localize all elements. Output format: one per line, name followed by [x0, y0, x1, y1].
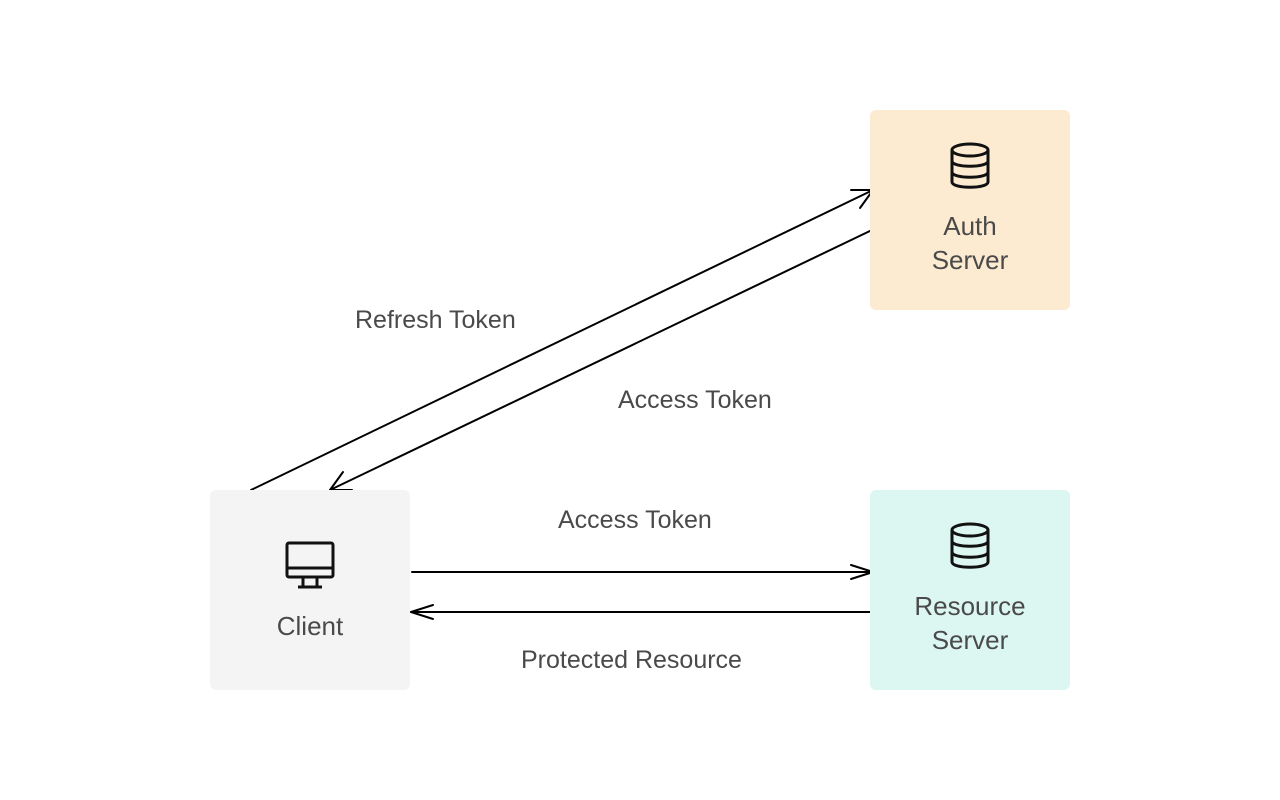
- resource-server-node: Resource Server: [870, 490, 1070, 690]
- edge-refresh-token: [250, 189, 874, 491]
- resource-server-label: Resource Server: [914, 591, 1026, 655]
- edge-label-protected-resource: Protected Resource: [521, 646, 742, 674]
- database-icon: [950, 522, 990, 569]
- arrowhead-protected-resource: [410, 604, 434, 620]
- auth-server-node: Auth Server: [870, 110, 1070, 310]
- database-icon: [950, 142, 990, 189]
- auth-server-label: Auth Server: [931, 211, 1009, 275]
- edge-label-access-token-issue: Access Token: [618, 386, 772, 414]
- client-node: Client: [210, 490, 410, 690]
- edge-label-access-token-request: Access Token: [558, 506, 712, 534]
- client-label: Client: [276, 611, 344, 641]
- edge-label-refresh-token: Refresh Token: [355, 306, 516, 334]
- edge-access-token-issue: [329, 229, 873, 491]
- monitor-icon: [285, 541, 335, 589]
